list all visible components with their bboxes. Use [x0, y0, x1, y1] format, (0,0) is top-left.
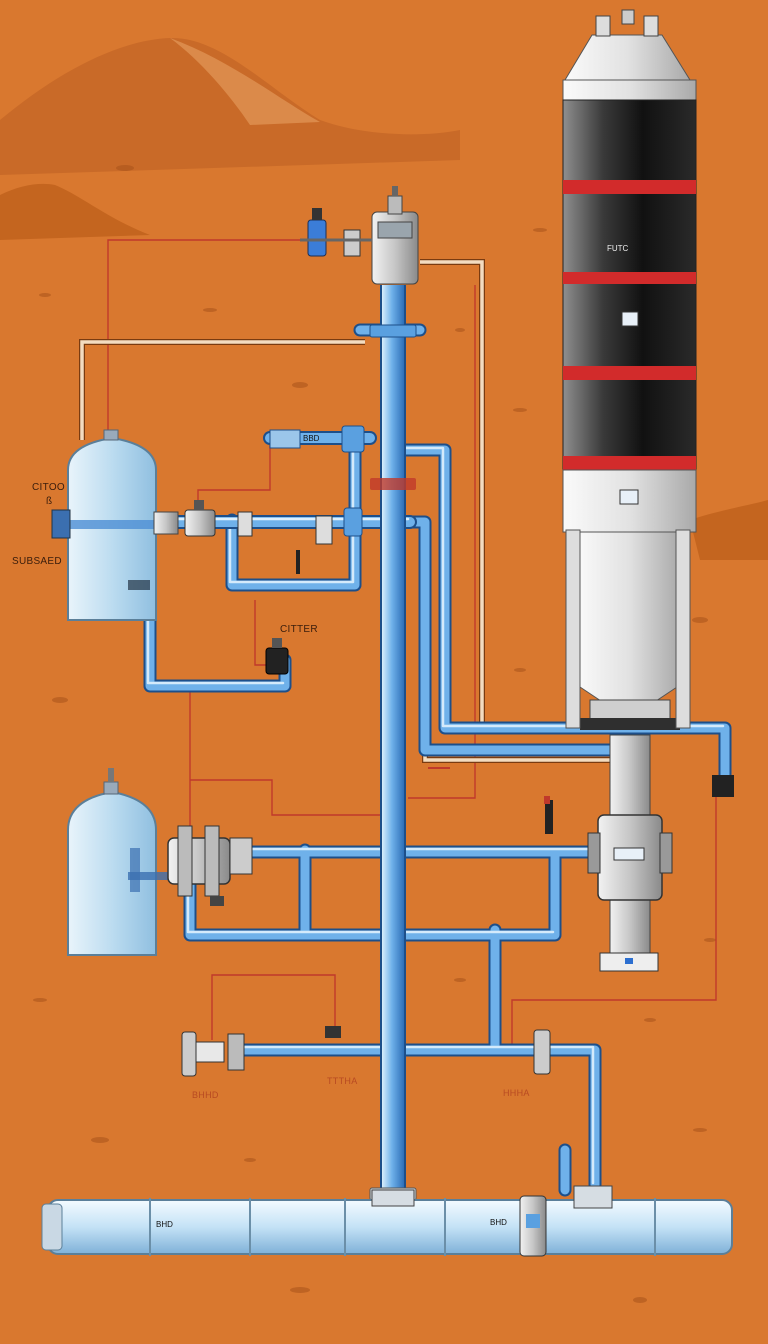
- upper-tank-mark: ß: [46, 496, 53, 507]
- upper-tank-label: CITOO: [32, 482, 65, 493]
- upper-valve-icon[interactable]: [300, 208, 372, 257]
- pipe-gauge-label: BBD: [303, 434, 320, 443]
- bottom-main-pipe: [41, 1185, 733, 1257]
- dune-highlight: [170, 38, 320, 125]
- dune-left: [0, 183, 150, 240]
- reactor-sign-label: FUTC: [607, 244, 629, 253]
- heat-lines: [79, 259, 610, 763]
- bottom-pipe-tag-1: BHD: [156, 1220, 173, 1229]
- filter-label: CITTER: [280, 624, 318, 635]
- pebbles: [33, 165, 716, 1303]
- dune-back: [0, 37, 460, 175]
- upper-left-water-tank-icon[interactable]: [51, 429, 179, 621]
- dune-right: [690, 500, 768, 560]
- top-pump-icon[interactable]: [371, 186, 419, 285]
- upper-tank-side-label: SUBSAED: [12, 556, 62, 567]
- bottom-pipe-tag-2: BHD: [490, 1218, 507, 1227]
- main-riser-pipe: [369, 285, 417, 1201]
- lower-right-faint-label: HHHA: [503, 1088, 530, 1098]
- lower-left-water-tank-icon[interactable]: [67, 768, 168, 956]
- rocket-icon[interactable]: [562, 9, 697, 730]
- lower-left-faint-label: BHHD: [192, 1090, 219, 1100]
- lower-line-valve-icon[interactable]: [181, 1026, 551, 1077]
- lower-pump-icon[interactable]: [167, 825, 253, 906]
- upper-valve-cluster-icon[interactable]: [184, 425, 365, 574]
- filter-icon[interactable]: [265, 638, 289, 675]
- rocket-feed-column-icon[interactable]: [544, 734, 734, 972]
- middle-faint-label: TTTHA: [327, 1076, 358, 1086]
